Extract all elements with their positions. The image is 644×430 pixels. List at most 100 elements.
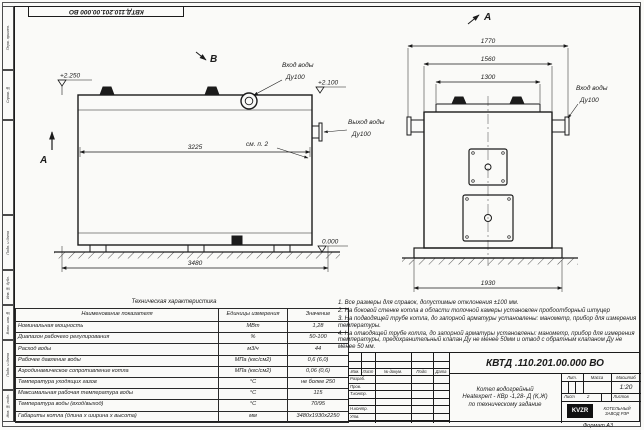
dim-1300-text: 1300 [481,74,496,81]
top-step [435,103,541,113]
view-b-letter-text: В [210,54,217,65]
ground-hatch [402,258,578,265]
section-a-mark: А [39,131,55,166]
inlet-label-text: Вход воды [282,61,314,69]
row-tcontrol: Т.контр. [350,391,367,396]
tech-cell: °С [218,388,288,401]
margin-cell: Справ. № [2,70,14,120]
tech-cell: МПа (кгс/см2) [218,365,288,378]
inlet-size-text: Ду100 [579,97,599,104]
tech-row: Диапазон рабочего регулирования%50-100 [15,332,349,345]
inlet-flange [240,92,258,110]
tech-cell: 0,6 (6,0) [287,354,349,367]
margin-label: Подп. и дата [6,353,10,377]
inlet-label-text: Вход воды [576,84,608,92]
tech-cell: МВт [218,320,288,334]
format-note: Формат А3 [582,423,614,429]
upper-door [468,148,508,186]
sheets-label: Листов [613,394,629,399]
tech-cell: не более 250 [287,376,349,390]
product-line: по техническому задание [468,401,542,408]
dim-1560-text: 1560 [481,56,496,63]
dim-3480: 3480 [61,246,329,272]
margin-cell: Перв. примен. [2,6,14,70]
margin-label: Инв. № подл. [6,394,10,418]
row-approved: Утв. [350,413,360,419]
company-logo: KVZR [567,404,593,418]
tech-table-title: Техническая характеристика [131,299,217,305]
col-list: Лист [362,368,374,374]
company-name: КОТЕЛЬНЫЙ ЗАВОД РЗР [595,404,639,418]
dim-1770: 1770 [407,38,569,117]
dim-3480-text: 3480 [188,260,203,267]
product-line: Котел водогрейный [476,386,534,393]
scale-label: Масштаб [616,374,636,380]
margin-cell: Подп. и дата [2,215,14,270]
elev-0000-text: 0.000 [322,239,339,246]
boiler-foot [187,244,205,253]
tech-cell: 70/95 [287,399,349,412]
elev-2100-text: +2.100 [318,80,338,87]
tech-cell: Температура уходящих газов [15,376,219,390]
margin-label: Взам. инв. № [6,310,10,335]
tech-cell: % [218,332,288,345]
tech-row: Габариты котла (длина х ширина х высота)… [15,410,349,423]
dim-1770-text: 1770 [481,38,496,45]
margin-cell: Инв. № дубл. [2,270,14,305]
col-izm: Изм. [350,368,360,374]
scale-value: 1:20 [619,383,633,391]
view-a-letter-text: А [483,12,491,23]
tech-cell: Аэродинамическое сопротивление котла [15,365,219,378]
boiler-body-side [77,94,313,246]
tech-table: Наименование показателя Единицы измерени… [15,308,349,423]
tech-cell: Расход воды [15,343,219,356]
tech-cell: °С [218,399,288,412]
tech-header: Единицы измерения [218,308,288,322]
outlet-label-text: Выход воды [348,118,385,126]
margin-cell [2,120,14,215]
lifting-lug [99,86,115,96]
sheet-label: Лист [564,394,575,399]
ground-hatch [54,252,340,259]
view-a-front [402,96,578,266]
note-item: 4. На отводящей трубе котла, до запорной… [338,330,635,351]
row-checked: Пров. [350,383,362,389]
elev-2250-text: +2.250 [60,73,80,80]
section-a-letter-text: А [39,155,47,166]
dim-1560: 1560 [423,56,553,111]
boiler-foot [89,244,107,253]
lifting-lug [451,96,467,105]
company-line: ЗАВОД РЗР [605,411,629,416]
note-ref-text: см. п. 2 [246,141,269,148]
view-a-letter: А [467,12,491,25]
row-ncontrol: Н.контр. [350,406,368,411]
dim-3225: 3225 [79,144,311,157]
tech-cell: °С [218,376,288,390]
tech-cell: Габариты котла (длина х ширина х высота) [15,410,219,423]
label-inlet-a: Вход воды Ду100 [567,84,608,119]
label-inlet-b: Вход воды Ду100 [253,61,314,96]
boiler-drawing: 3225 3480 +2.250 +2.100 0.000 Вход воды … [39,12,608,292]
tech-header: Наименование показателя [15,308,219,322]
company-line: КОТЕЛЬНЫЙ [603,405,631,411]
inlet-size-text: Ду100 [285,74,305,81]
col-docnum: № докум. [383,368,403,374]
drain-detail [231,235,243,245]
tech-cell: 115 [287,388,349,401]
notes: 1. Все размеры для справок, допустимые о… [338,300,638,352]
view-b-letter: В [195,51,217,65]
title-block: Изм. Лист № докум. Подп. Дата Разраб. Пр… [348,352,641,423]
tech-cell: 3480х1930х2250 [287,410,349,423]
dim-1930: 1930 [413,260,563,292]
tech-cell: Температура воды (вход/выход) [15,399,219,412]
note-item: 2. На боковой стенке котла в области топ… [338,307,610,314]
lit-label: Лит. [567,374,577,380]
tech-header-row: Наименование показателя Единицы измерени… [15,308,349,322]
tech-cell: Максимальная рабочая температура воды [15,388,219,401]
margin-cell: Подп. и дата [2,340,14,390]
